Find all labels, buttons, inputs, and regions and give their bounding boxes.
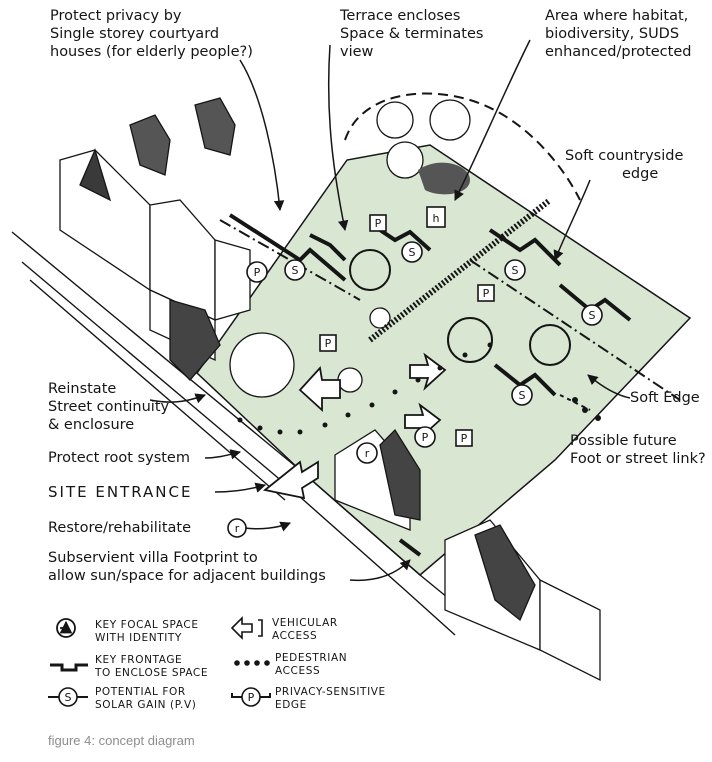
- legend: S P KEY FOCAL SPACE WITH IDENTITY KEY FR…: [48, 616, 386, 711]
- annotation-reinstate-line1: Reinstate: [48, 381, 116, 397]
- annotation-terrace-line2: Space & terminates: [340, 26, 483, 42]
- annotation-root-system: Protect root system: [48, 450, 190, 466]
- annotation-protect-privacy-line2: Single storey courtyard: [50, 26, 219, 42]
- habitat-boundary: [344, 92, 581, 201]
- parking-p-4: P: [461, 432, 468, 445]
- legend-frontage-line2: TO ENCLOSE SPACE: [94, 667, 208, 679]
- annotation-protect-privacy-line3: houses (for elderly people?): [50, 44, 253, 60]
- legend-frontage-symbol: [50, 663, 88, 672]
- svg-text:P: P: [248, 691, 255, 704]
- legend-pedestrian-line1: PEDESTRIAN: [275, 652, 347, 664]
- annotation-countryside-line2: edge: [622, 166, 658, 182]
- privacy-edge-p-2: P: [422, 431, 429, 444]
- key-frontages: [228, 213, 632, 557]
- legend-pedestrian-symbol: [234, 660, 270, 666]
- svg-text:S: S: [65, 691, 72, 704]
- parking-p-1: P: [375, 217, 382, 230]
- annotation-soft-edge: Soft Edge: [630, 390, 700, 406]
- annotation-habitat-line2: biodiversity, SUDS: [545, 26, 679, 42]
- legend-vehicular-bracket: [258, 619, 263, 637]
- annotation-countryside-line1: Soft countryside: [565, 148, 683, 164]
- restore-r-1: r: [365, 447, 370, 460]
- annotation-restore: Restore/rehabilitate: [48, 520, 191, 536]
- leader-lines: [149, 39, 631, 582]
- pedestrian-dots: [237, 342, 601, 435]
- legend-frontage-line1: KEY FRONTAGE: [95, 654, 182, 666]
- solar-gain-s-2: S: [409, 246, 416, 259]
- annotation-habitat-line1: Area where habitat,: [545, 8, 688, 24]
- restore-symbol-legend-label: r: [235, 522, 240, 535]
- legend-vehicular-line2: ACCESS: [272, 630, 317, 642]
- vehicular-arrows: [262, 352, 447, 500]
- habitat-h: h: [433, 212, 440, 225]
- legend-privacy-line2: EDGE: [275, 699, 307, 711]
- legend-pedestrian-line2: ACCESS: [275, 665, 320, 677]
- annotation-villa-line2: allow sun/space for adjacent buildings: [48, 568, 326, 584]
- terraced-houses: [59, 97, 251, 381]
- privacy-edge-p-1: P: [254, 266, 261, 279]
- annotation-terrace-line3: view: [340, 44, 374, 60]
- legend-privacy-line1: PRIVACY-SENSITIVE: [275, 686, 386, 698]
- legend-focal-line1: KEY FOCAL SPACE: [95, 619, 199, 631]
- annotation-reinstate-line3: & enclosure: [48, 417, 134, 433]
- future-link-dashes: [559, 394, 591, 411]
- legend-focal-symbol: [56, 618, 76, 638]
- solar-gain-s-1: S: [292, 264, 299, 277]
- restore-symbol-legend: [227, 518, 247, 538]
- map-symbols: [246, 206, 603, 464]
- focal-spaces: [349, 249, 571, 366]
- legend-solar-line2: SOLAR GAIN (P.V): [95, 699, 196, 711]
- villa-buildings: [334, 428, 601, 682]
- annotation-villa-line1: Subservient villa Footprint to: [48, 550, 258, 566]
- figure-caption: figure 4: concept diagram: [48, 733, 195, 748]
- legend-solar-symbol: S: [48, 687, 88, 707]
- annotation-future-link-line1: Possible future: [570, 433, 677, 449]
- pond: [418, 162, 470, 195]
- legend-vehicular-symbol: [230, 616, 253, 640]
- annotation-terrace-line1: Terrace encloses: [339, 8, 460, 24]
- legend-focal-line2: WITH IDENTITY: [95, 632, 182, 644]
- solar-gain-s-4: S: [589, 309, 596, 322]
- annotation-reinstate-line2: Street continuity: [48, 399, 170, 415]
- parking-p-2: P: [325, 337, 332, 350]
- annotation-habitat-line3: enhanced/protected: [545, 44, 691, 60]
- annotation-protect-privacy-line1: Protect privacy by: [50, 8, 182, 24]
- trees: [229, 99, 471, 398]
- legend-vehicular-line1: VEHICULAR: [272, 617, 338, 629]
- annotation-site-entrance: SITE ENTRANCE: [48, 483, 192, 501]
- privacy-edges: [219, 219, 681, 401]
- legend-privacy-symbol: P: [231, 687, 271, 707]
- solar-gain-s-5: S: [519, 389, 526, 402]
- solar-gain-s-3: S: [512, 264, 519, 277]
- parking-p-3: P: [483, 287, 490, 300]
- annotation-future-link-line2: Foot or street link?: [570, 451, 706, 467]
- legend-solar-line1: POTENTIAL FOR: [95, 686, 186, 698]
